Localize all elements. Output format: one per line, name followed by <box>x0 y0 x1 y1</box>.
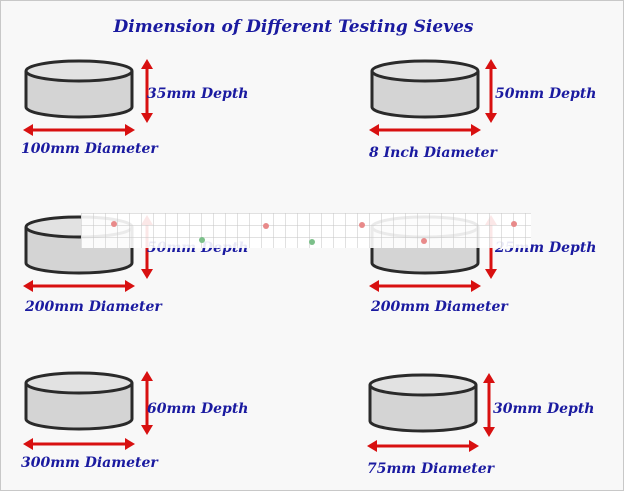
diameter-label: 300mm Diameter <box>21 455 158 471</box>
artifact-dot <box>263 223 269 229</box>
image-artifact-band <box>81 213 531 248</box>
artifact-dot <box>309 239 315 245</box>
artifact-dot <box>359 222 365 228</box>
diameter-label: 8 Inch Diameter <box>369 145 497 161</box>
diameter-label: 100mm Diameter <box>21 141 158 157</box>
artifact-dot <box>111 221 117 227</box>
sieve-75mm: 30mm Depth 75mm Diameter <box>365 373 615 483</box>
diagram-title: Dimension of Different Testing Sieves <box>113 17 474 37</box>
depth-label: 35mm Depth <box>147 86 249 102</box>
diameter-label: 200mm Diameter <box>25 299 162 315</box>
artifact-dot <box>511 221 517 227</box>
diameter-label: 200mm Diameter <box>371 299 508 315</box>
depth-label: 50mm Depth <box>495 86 597 102</box>
sieve-8-inch: 50mm Depth 8 Inch Diameter <box>367 59 617 169</box>
diameter-label: 75mm Diameter <box>367 461 494 477</box>
sieve-drawing <box>369 59 497 136</box>
artifact-dot <box>421 238 427 244</box>
sieve-drawing <box>367 373 495 452</box>
sieve-300mm: 60mm Depth 300mm Diameter <box>21 371 271 481</box>
artifact-dot <box>199 237 205 243</box>
depth-label: 30mm Depth <box>493 401 595 417</box>
sieve-drawing <box>23 371 153 450</box>
sieve-drawing <box>23 59 153 136</box>
sieve-100mm: 35mm Depth 100mm Diameter <box>21 59 271 169</box>
depth-label: 60mm Depth <box>147 401 249 417</box>
